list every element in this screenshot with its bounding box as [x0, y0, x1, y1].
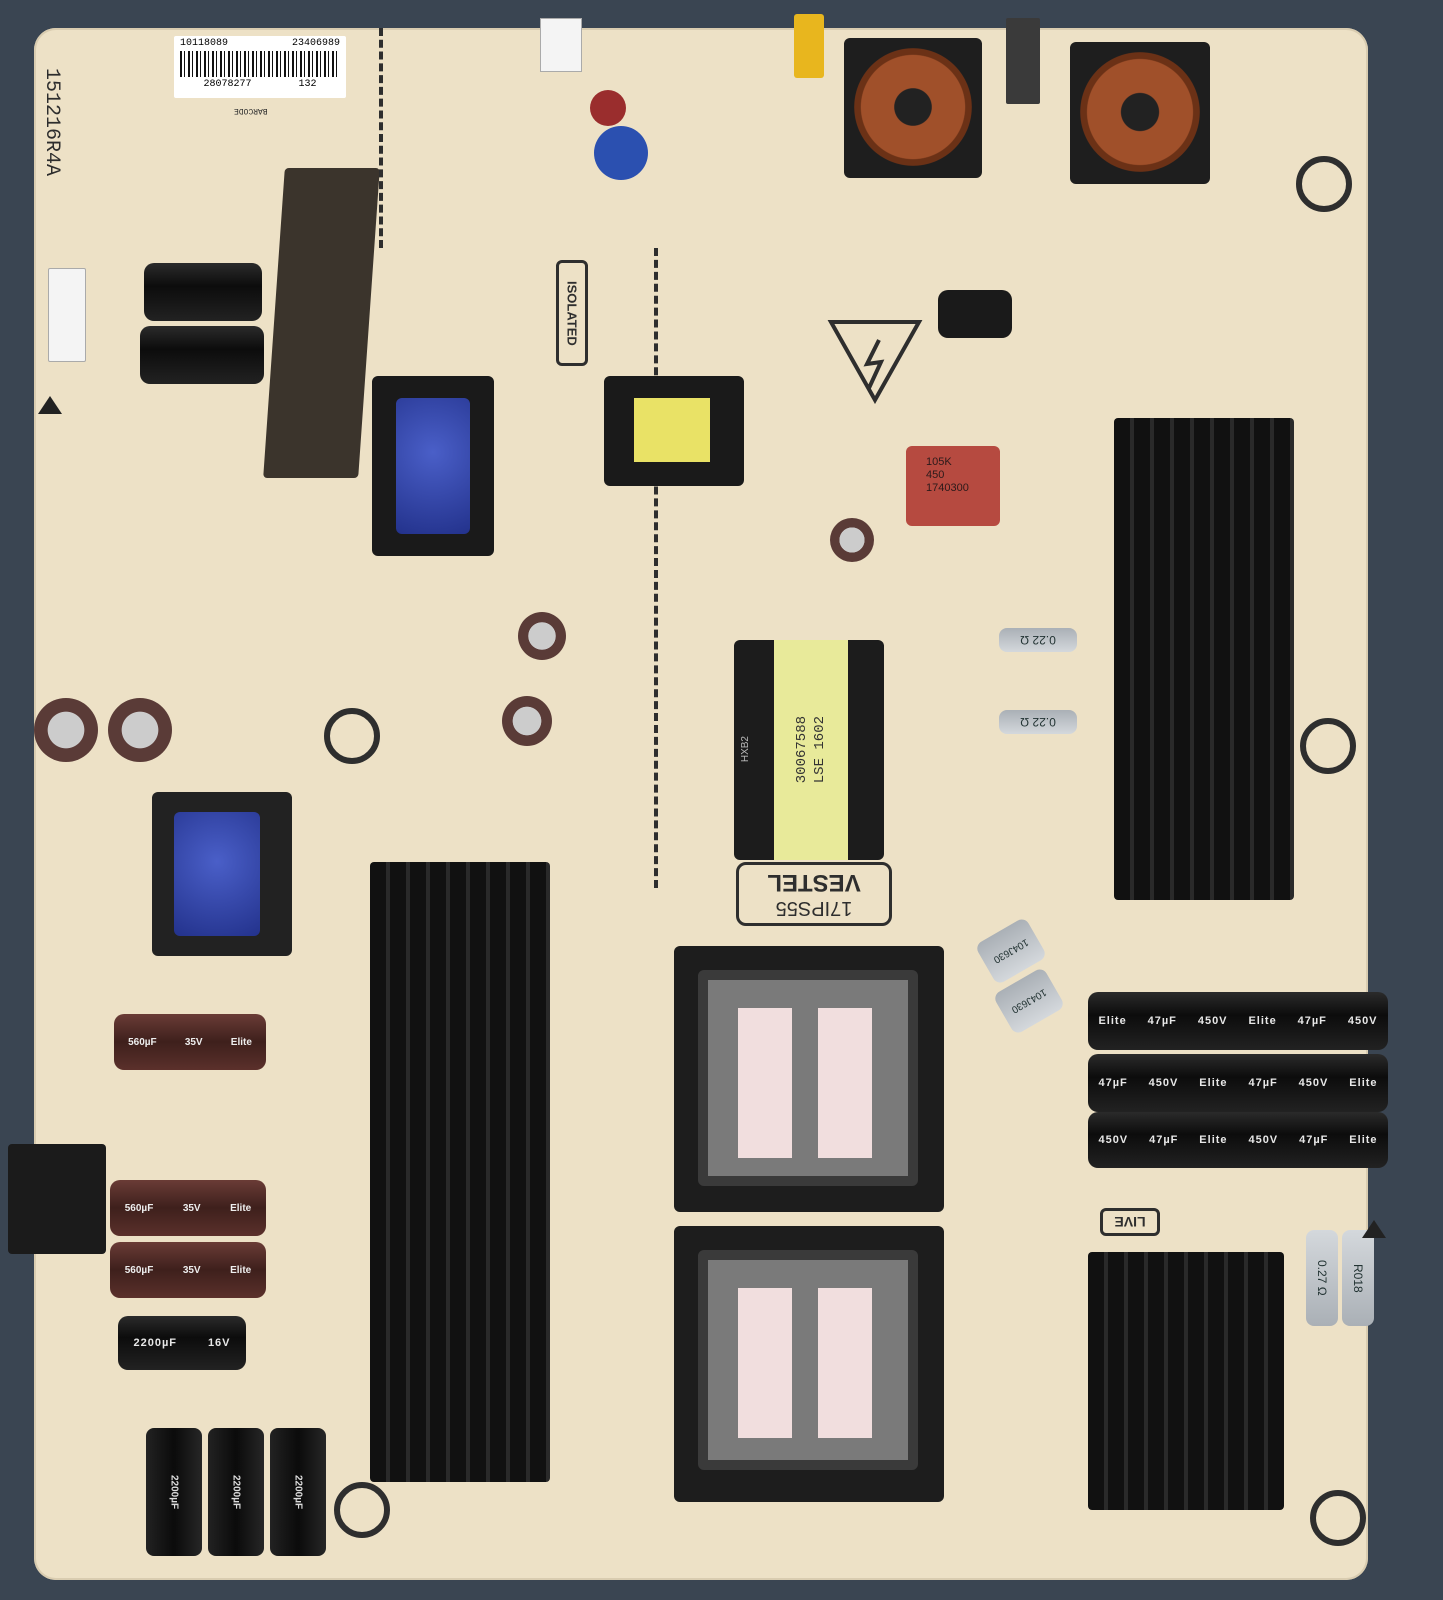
barcode-number-3: 28078277	[203, 79, 252, 90]
arrow-up-icon	[38, 396, 62, 414]
film-capacitor: 105K 450 1740300	[906, 446, 1000, 526]
transformer-coil-yellow	[634, 398, 710, 462]
transformer-window	[698, 970, 918, 1186]
power-resistor: 0.22 Ω	[999, 628, 1077, 652]
power-supply-board: 151216R4A 10118089 23406989 28078277 132…	[8, 14, 1388, 1580]
sense-resistor: 0.27 Ω	[1306, 1230, 1338, 1326]
barcode-caption: BARCODE	[234, 106, 268, 115]
barcode-bars	[180, 51, 340, 77]
bulk-capacitor: 47µF 450V Elite 47µF 450V Elite	[1088, 1054, 1388, 1112]
core-mark: HXB2	[740, 736, 751, 763]
barcode-number-1: 10118089	[180, 38, 229, 49]
capacitor	[140, 326, 264, 384]
sense-resistor: R018	[1342, 1230, 1374, 1326]
transformer-label-tape: 30067588 LSE 1602	[774, 640, 848, 860]
x-capacitor	[794, 14, 824, 78]
mounting-hole	[324, 708, 380, 764]
aux-transformer	[372, 376, 494, 556]
output-capacitor: 2200µF	[270, 1428, 326, 1556]
barcode-number-4: 132	[298, 79, 317, 90]
brand-name: VESTEL	[767, 869, 861, 897]
manufacturer-logo: 17IPS55 VESTEL	[736, 862, 892, 926]
live-zone-label: LIVE	[1100, 1208, 1160, 1236]
arrow-up-icon	[1362, 1220, 1386, 1238]
output-capacitor: 2200µF	[146, 1428, 202, 1556]
output-capacitor: 560µF 35V Elite	[110, 1180, 266, 1236]
transformer-window	[698, 1250, 918, 1470]
capacitor	[830, 518, 874, 562]
y-capacitor	[594, 126, 648, 180]
mounting-hole	[1310, 1490, 1366, 1546]
mounting-hole	[334, 1482, 390, 1538]
standby-connector[interactable]	[48, 268, 86, 362]
output-capacitor: 560µF 35V Elite	[110, 1242, 266, 1298]
main-transformer: 30067588 LSE 1602 HXB2	[734, 640, 884, 860]
high-voltage-warning-icon	[827, 318, 923, 405]
aux-transformer-2	[152, 792, 292, 956]
insulating-tape	[263, 168, 380, 478]
fuse-block	[1006, 18, 1040, 104]
output-connector[interactable]	[8, 1144, 106, 1254]
input-connector[interactable]	[540, 18, 582, 72]
barcode-number-2: 23406989	[291, 38, 340, 49]
capacitor	[518, 612, 566, 660]
output-transformer-1	[674, 946, 944, 1212]
capacitor	[502, 696, 552, 746]
output-capacitor: 2200µF	[208, 1428, 264, 1556]
heatsink-bridge	[1088, 1252, 1284, 1510]
transformer-coil	[396, 398, 470, 534]
isolation-boundary-vertical	[654, 248, 658, 888]
standby-transformer	[604, 376, 744, 486]
toroid-coil	[1080, 52, 1200, 172]
isolation-boundary	[379, 28, 673, 248]
capacitor	[108, 698, 172, 762]
barcode-sticker: 10118089 23406989 28078277 132	[174, 36, 346, 98]
mounting-hole	[1296, 156, 1352, 212]
power-resistor: 0.22 Ω	[999, 710, 1077, 734]
capacitor	[938, 290, 1012, 338]
heatsink-secondary	[370, 862, 550, 1482]
model-number: 17IPS55	[775, 897, 853, 920]
output-transformer-2	[674, 1226, 944, 1502]
bulk-capacitor: 450V 47µF Elite 450V 47µF Elite	[1088, 1112, 1388, 1168]
revision-label: 151216R4A	[40, 68, 63, 177]
output-capacitor: 2200µF 16V	[118, 1316, 246, 1370]
thermistor	[590, 90, 626, 126]
capacitor	[144, 263, 262, 321]
toroid-coil	[854, 48, 972, 166]
capacitor	[34, 698, 98, 762]
mounting-hole	[1300, 718, 1356, 774]
transformer-coil	[174, 812, 260, 936]
bulk-capacitor: Elite 47µF 450V Elite 47µF 450V	[1088, 992, 1388, 1050]
common-mode-choke	[844, 38, 982, 178]
output-capacitor: 560µF 35V Elite	[114, 1014, 266, 1070]
isolated-zone-label: ISOLATED	[556, 260, 588, 366]
heatsink-pfc	[1114, 418, 1294, 900]
common-mode-choke	[1070, 42, 1210, 184]
